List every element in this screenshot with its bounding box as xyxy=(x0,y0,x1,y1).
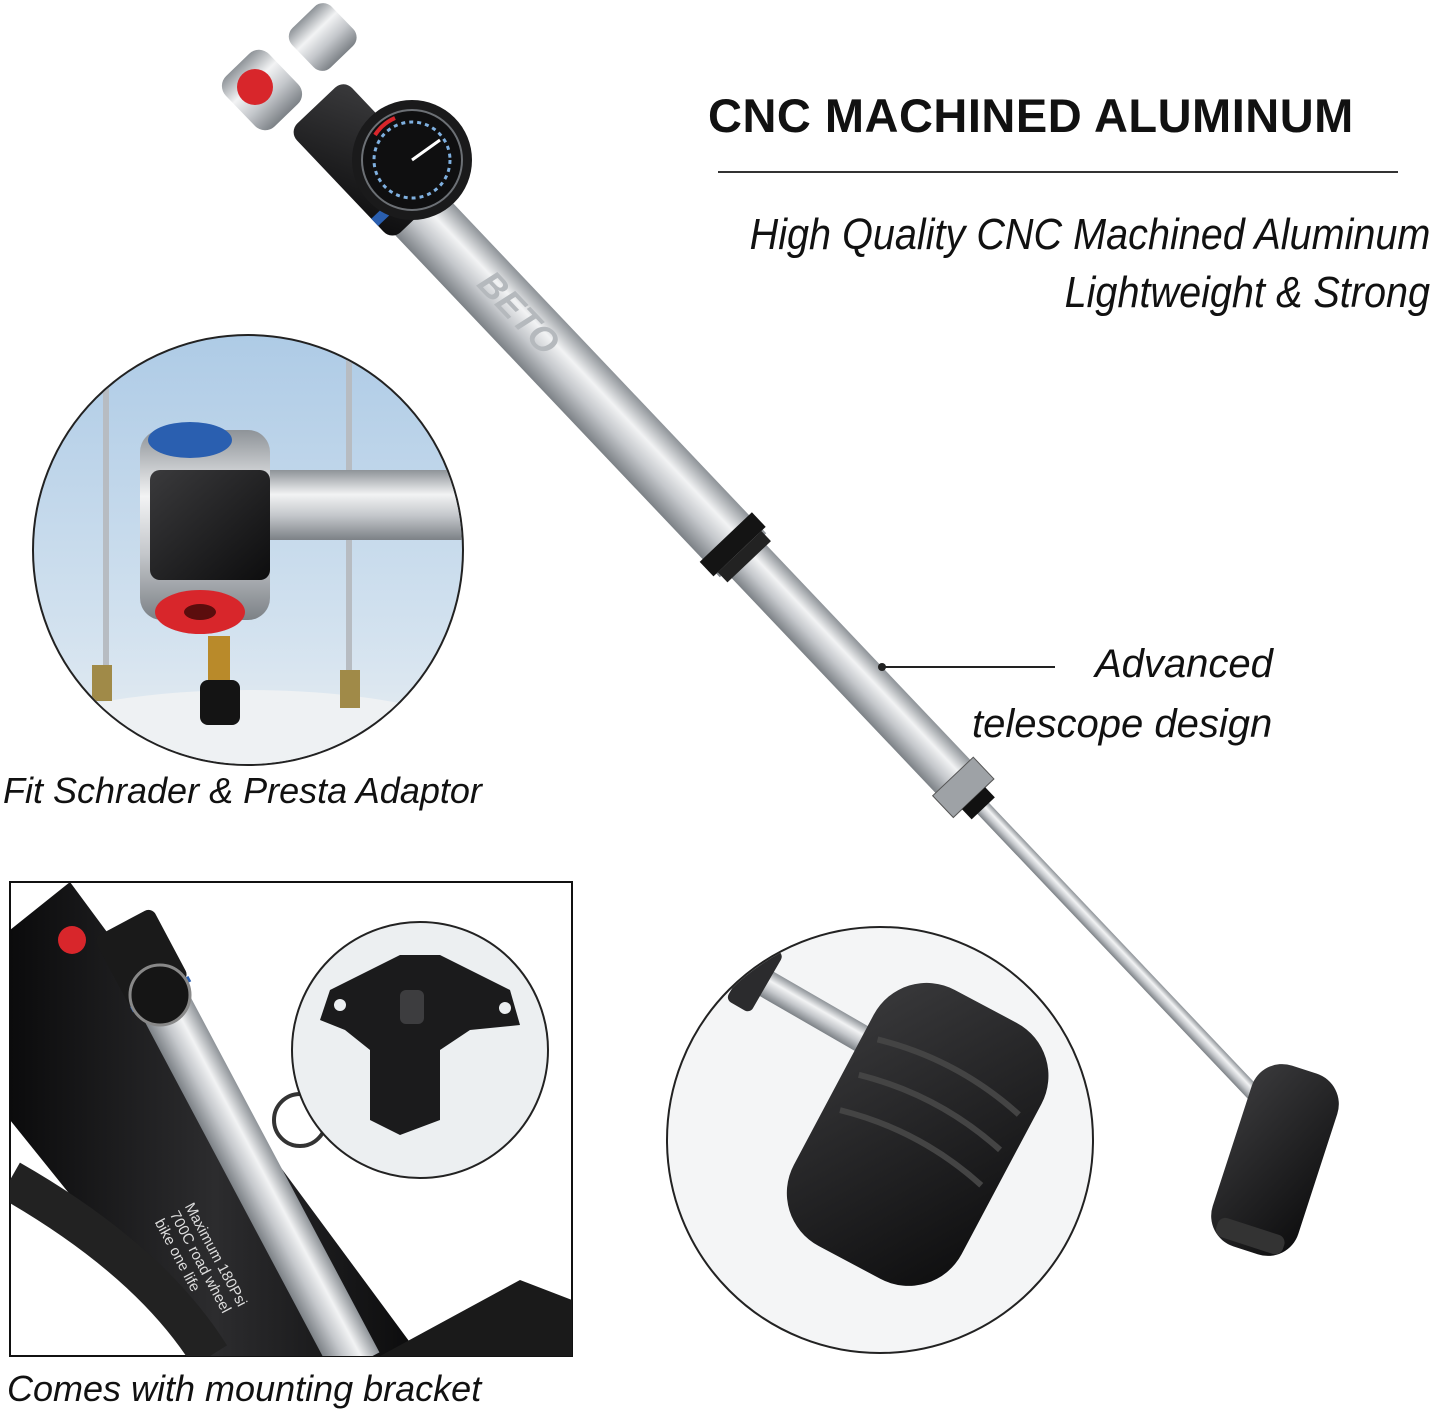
mounting-bracket-photo xyxy=(9,881,573,1357)
pump-body: BETO xyxy=(221,3,1339,1256)
telescope-label-line-2: telescope design xyxy=(972,702,1273,746)
subtitle-line-1: High Quality CNC Machined Aluminum xyxy=(749,210,1430,259)
headline-divider xyxy=(718,171,1398,173)
headline: CNC MACHINED ALUMINUM xyxy=(708,89,1354,142)
handle-closeup xyxy=(666,926,1094,1354)
subtitle-line-2: Lightweight & Strong xyxy=(1064,268,1430,317)
telescope-pointer xyxy=(878,663,1055,671)
valve-adaptor-closeup xyxy=(32,334,464,766)
adaptor-caption: Fit Schrader & Presta Adaptor xyxy=(3,770,482,811)
telescope-label-line-1: Advanced xyxy=(1095,642,1273,686)
bracket-caption: Comes with mounting bracket xyxy=(7,1368,482,1409)
